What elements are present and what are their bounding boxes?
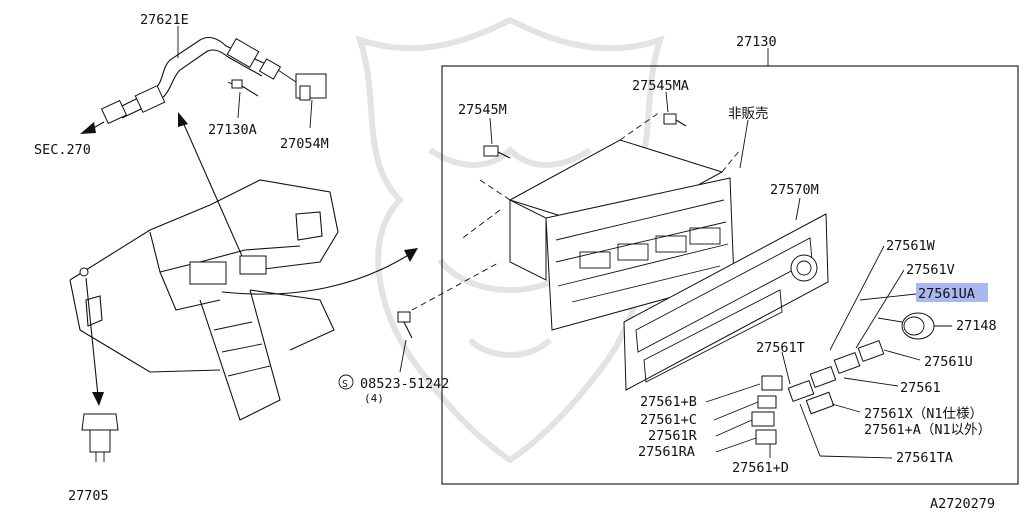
label-27705: 27705 — [68, 488, 109, 504]
label-27561plusC: 27561+C — [640, 412, 697, 428]
diagram-code: A2720279 — [930, 496, 995, 511]
label-screw-qty: (4) — [364, 392, 384, 405]
label-27130A: 27130A — [208, 122, 257, 138]
label-27561T: 27561T — [756, 340, 805, 356]
label-27561plusA: 27561+A（N1以外） — [864, 422, 991, 438]
watermark-emblem — [355, 16, 665, 464]
dashboard-illustration — [69, 112, 418, 462]
label-27561U: 27561U — [924, 354, 973, 370]
knob-27148 — [877, 312, 952, 340]
bezel-panel — [397, 197, 829, 391]
label-27570M: 27570M — [770, 182, 819, 198]
label-27054M: 27054M — [280, 136, 329, 152]
label-sec270: SEC.270 — [34, 142, 91, 158]
label-27561X: 27561X（N1仕様） — [864, 406, 983, 422]
label-27130: 27130 — [736, 34, 777, 50]
label-27148: 27148 — [956, 318, 997, 334]
label-27621E: 27621E — [140, 12, 189, 28]
button-set — [705, 245, 921, 459]
part-labels: 27621E SEC.270 27130A 27054M 27130 27545… — [34, 12, 997, 511]
label-27561UA: 27561UA — [918, 286, 975, 302]
label-27561R: 27561R — [648, 428, 698, 444]
label-27561plusB: 27561+B — [640, 394, 697, 410]
label-27561V: 27561V — [906, 262, 955, 278]
label-27561: 27561 — [900, 380, 941, 396]
label-27561RA: 27561RA — [638, 444, 695, 460]
label-27545M: 27545M — [458, 102, 507, 118]
label-27545MA: 27545MA — [632, 78, 689, 94]
highlight-27561UA — [916, 283, 988, 302]
label-27561W: 27561W — [886, 238, 936, 254]
hose-assembly — [80, 26, 327, 134]
assembly-frame — [441, 48, 1019, 485]
label-circled-s: S — [342, 379, 348, 390]
label-08523-51242: 08523-51242 — [360, 376, 449, 392]
label-27561plusD: 27561+D — [732, 460, 789, 476]
label-27561TA: 27561TA — [896, 450, 953, 466]
circled-s-symbol — [338, 374, 354, 390]
label-hihanbai: 非販売 — [728, 106, 769, 122]
